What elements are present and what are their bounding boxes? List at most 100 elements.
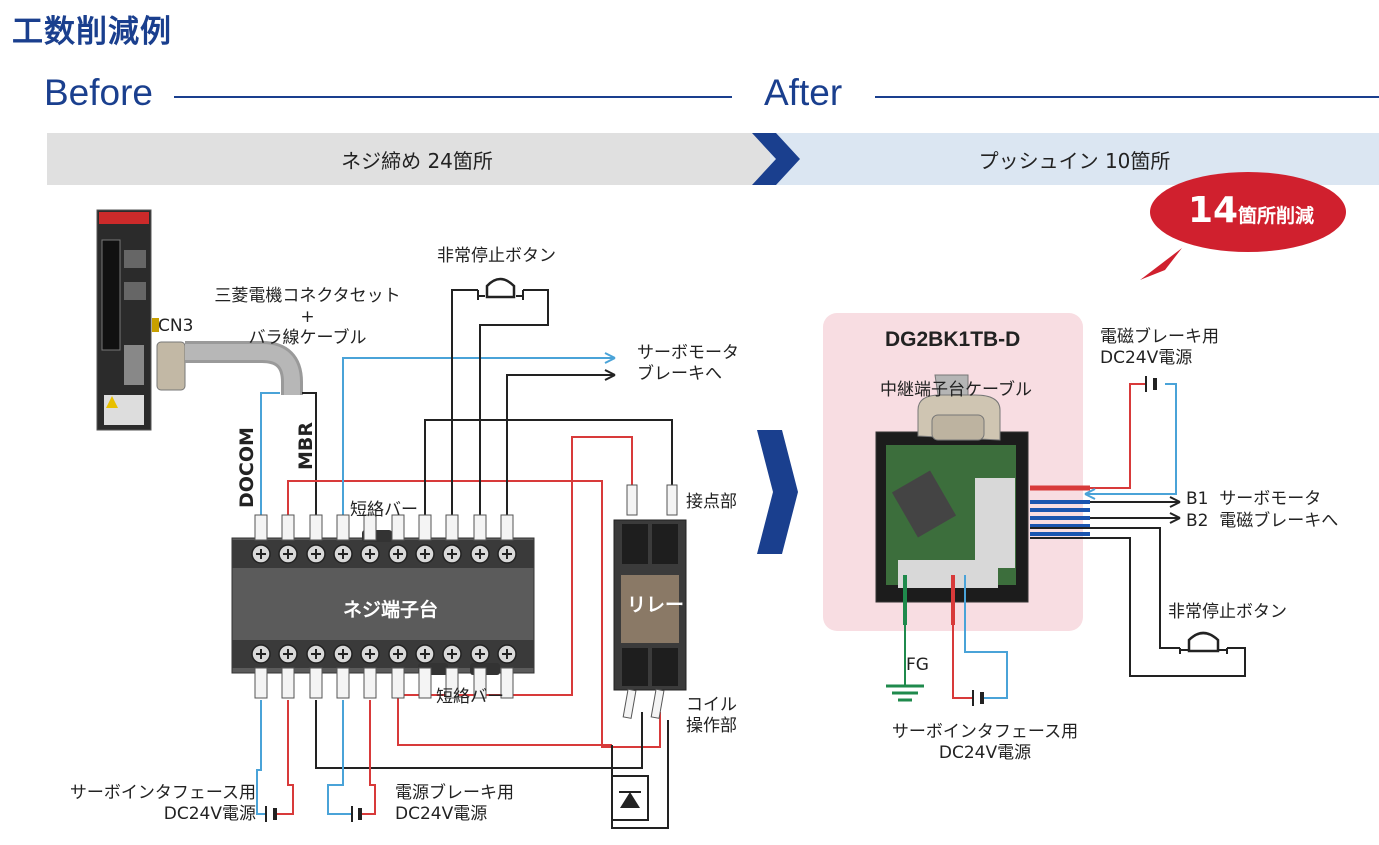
wire-ferrule — [281, 667, 295, 699]
connector-cable — [156, 341, 303, 395]
servo-if-line1: サーボインタフェース用 — [69, 783, 256, 803]
before-rule — [174, 96, 732, 98]
screw-slot — [338, 649, 348, 659]
servo-if-power-label: サーボインタフェース用 DC24V電源 — [30, 783, 256, 825]
coil-line1: コイル — [686, 695, 737, 715]
screw-slot — [502, 649, 512, 659]
servo-motor-line2: ブレーキへ — [637, 364, 722, 384]
brake-power-label: 電磁ブレーキ用 DC24V電源 — [1100, 327, 1219, 369]
model-name: DG2BK1TB-D — [885, 328, 1021, 351]
mbr-label: MBR — [295, 421, 317, 470]
screw-slot — [311, 549, 321, 559]
wire-ferrule — [309, 667, 323, 699]
emergency-stop-label: 非常停止ボタン — [437, 246, 556, 266]
after-banner: プッシュイン 10箇所 — [770, 133, 1379, 185]
wire-ferrule — [473, 514, 487, 541]
transition-chevron-icon — [757, 430, 798, 554]
wire-ferrule — [363, 514, 377, 541]
relay-label: リレー — [627, 594, 685, 616]
emergency-stop-button-icon — [477, 277, 524, 300]
wire-ferrule — [281, 514, 295, 541]
badge-sub: 箇所削減 — [1238, 205, 1315, 227]
power-brake-label: 電源ブレーキ用 DC24V電源 — [395, 783, 514, 825]
wire-ferrule — [500, 514, 514, 541]
fg-label: FG — [906, 655, 929, 675]
reduction-badge — [1140, 172, 1346, 280]
wire-ferrule — [363, 667, 377, 699]
b1-label: サーボモータ — [1219, 489, 1322, 509]
relay-cable-label: 中継端子台ケーブル — [880, 380, 1032, 400]
wire-ferrule — [309, 514, 323, 541]
reduction-badge-text: 14箇所削減 — [1163, 190, 1339, 231]
before-wires — [256, 289, 673, 829]
screw-slot — [475, 549, 485, 559]
wire-ferrule — [445, 667, 459, 699]
b1-code: B1 — [1186, 489, 1209, 509]
screw-slot — [256, 649, 266, 659]
wire-ferrule — [418, 667, 432, 699]
servo-amplifier — [96, 209, 159, 431]
before-label: Before — [44, 72, 154, 113]
b2-label: 電磁ブレーキへ — [1219, 511, 1339, 531]
wire-ferrule — [391, 667, 405, 699]
wire-ferrule — [473, 667, 487, 699]
b2-row: B2 電磁ブレーキへ — [1186, 511, 1338, 532]
connector-set-label: 三菱電機コネクタセット + バラ線ケーブル — [200, 286, 415, 349]
screw-slot — [393, 649, 403, 659]
before-banner: ネジ締め 24箇所 — [47, 133, 787, 185]
screw-slot — [447, 649, 457, 659]
diode-icon — [611, 775, 649, 821]
battery-servo-if-icon — [265, 806, 277, 822]
after-label: After — [764, 72, 843, 113]
screw-slot — [447, 549, 457, 559]
badge-number: 14 — [1187, 190, 1239, 231]
wire-ferrule — [391, 514, 405, 541]
banner-chevron-icon — [752, 133, 800, 185]
emergency-stop-after-label: 非常停止ボタン — [1168, 602, 1287, 622]
b1-row: B1 サーボモータ — [1186, 489, 1321, 510]
screw-slot — [502, 549, 512, 559]
coil-label: コイル 操作部 — [686, 695, 737, 737]
wire-ferrule — [418, 514, 432, 541]
relay-terminal-module — [875, 374, 1029, 603]
short-bar-bottom-label: 短絡バー — [436, 687, 504, 707]
brake-power-line1: 電磁ブレーキ用 — [1100, 327, 1219, 347]
servo-motor-line1: サーボモータ — [637, 343, 739, 363]
b2-code: B2 — [1186, 511, 1209, 531]
screw-slot — [256, 549, 266, 559]
servo-if-after-line1: サーボインタフェース用 — [891, 722, 1079, 742]
docom-label: DOCOM — [236, 427, 258, 508]
battery-brake-icon — [1145, 376, 1157, 392]
wire-ferrule — [445, 514, 459, 541]
screw-slot — [365, 549, 375, 559]
before-banner-text: ネジ締め 24箇所 — [341, 148, 493, 173]
brake-power-line2: DC24V電源 — [1100, 348, 1193, 368]
servo-if-after-label: サーボインタフェース用 DC24V電源 — [880, 722, 1090, 764]
ground-icon — [886, 684, 924, 702]
battery-servo-if-after-icon — [972, 690, 984, 706]
after-banner-text: プッシュイン 10箇所 — [978, 148, 1171, 173]
connector-line1: 三菱電機コネクタセット — [214, 286, 401, 306]
short-bar-top-label: 短絡バー — [350, 500, 418, 520]
after-rule — [875, 96, 1379, 98]
servo-if-after-line2: DC24V電源 — [938, 743, 1032, 763]
power-brake-line2: DC24V電源 — [395, 804, 488, 824]
servo-if-line2: DC24V電源 — [163, 804, 256, 824]
wire-ferrule — [336, 514, 350, 541]
page-title: 工数削減例 — [12, 14, 172, 50]
contact-part-label: 接点部 — [686, 492, 737, 512]
terminal-block-label: ネジ端子台 — [343, 599, 439, 621]
screw-slot — [338, 549, 348, 559]
screw-slot — [311, 649, 321, 659]
wire-ferrule — [254, 514, 268, 541]
screw-slot — [420, 649, 430, 659]
after-wires — [903, 383, 1246, 699]
relay — [613, 484, 687, 719]
coil-line2: 操作部 — [686, 716, 737, 736]
wire-ferrule — [336, 667, 350, 699]
screw-slot — [393, 549, 403, 559]
screw-slot — [283, 649, 293, 659]
screw-slot — [420, 549, 430, 559]
servo-motor-brake-label: サーボモータ ブレーキへ — [637, 343, 739, 385]
